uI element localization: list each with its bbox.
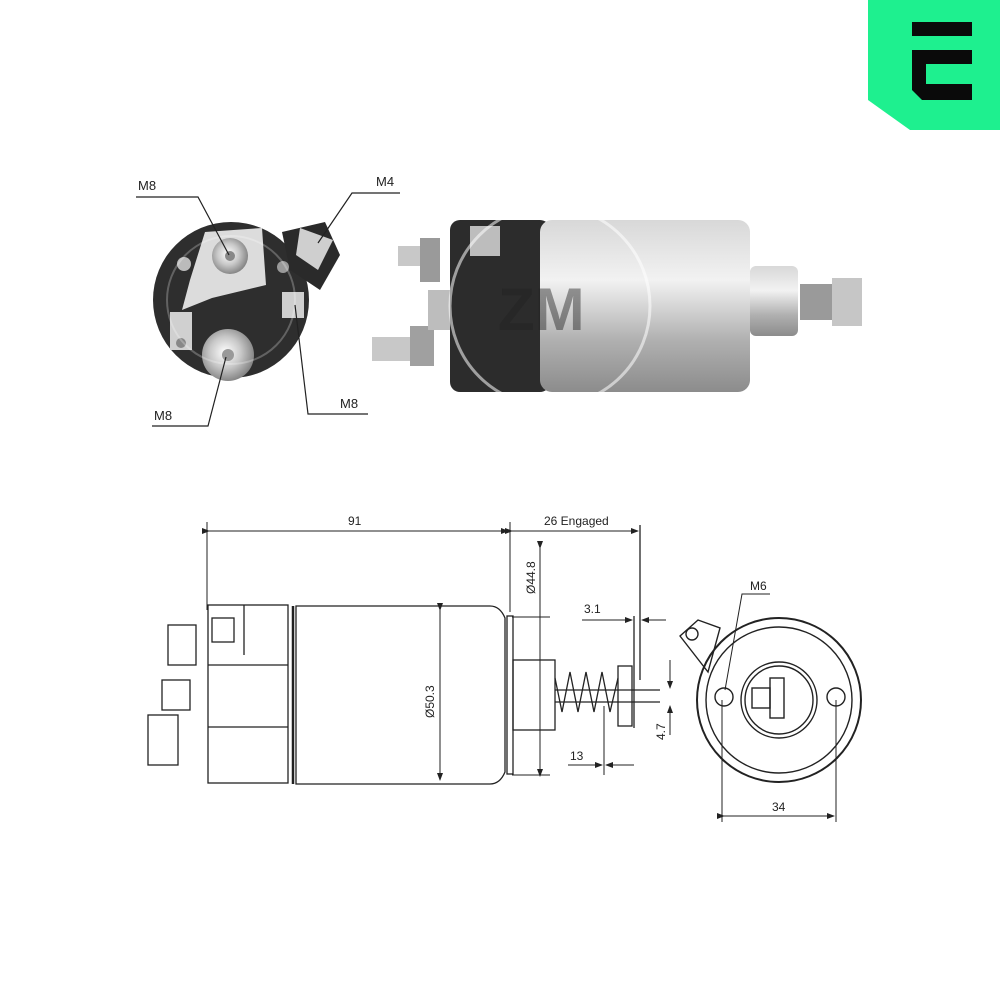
solenoid-end-view-photo	[153, 222, 340, 381]
end-elevation-outline	[679, 617, 862, 783]
solenoid-side-view-photo: ZM	[372, 204, 862, 408]
callout-m8-bottom-right: M8	[340, 396, 358, 411]
dim-pin-offset: 4.7	[654, 723, 668, 740]
dim-plunger-diameter: Ø44.8	[524, 561, 538, 594]
brand-logo	[868, 0, 1000, 130]
technical-drawing: 91 26 Engaged Ø44.8 Ø50.3 3.1 13 4.7 34 …	[0, 480, 1000, 1000]
callout-m4: M4	[376, 174, 394, 189]
callout-m8-top: M8	[138, 178, 156, 193]
end-view-callout-lines	[136, 192, 400, 427]
brand-logo-icon	[868, 0, 1000, 130]
dimension-lines	[202, 522, 837, 822]
dim-overall-length: 91	[348, 514, 362, 528]
product-photos: M8 M4 M8 M8 ZM	[0, 0, 1000, 480]
dim-body-diameter: Ø50.3	[423, 685, 437, 718]
dim-engaged: 26 Engaged	[544, 514, 609, 528]
side-elevation-outline	[147, 525, 660, 785]
dim-stroke-gap: 3.1	[584, 602, 601, 616]
watermark-text: ZM	[498, 276, 585, 343]
dim-spring-length: 13	[570, 749, 584, 763]
dim-mount-spacing: 34	[772, 800, 786, 814]
callout-m8-bottom-left: M8	[154, 408, 172, 423]
dim-mount-thread: M6	[750, 579, 767, 593]
